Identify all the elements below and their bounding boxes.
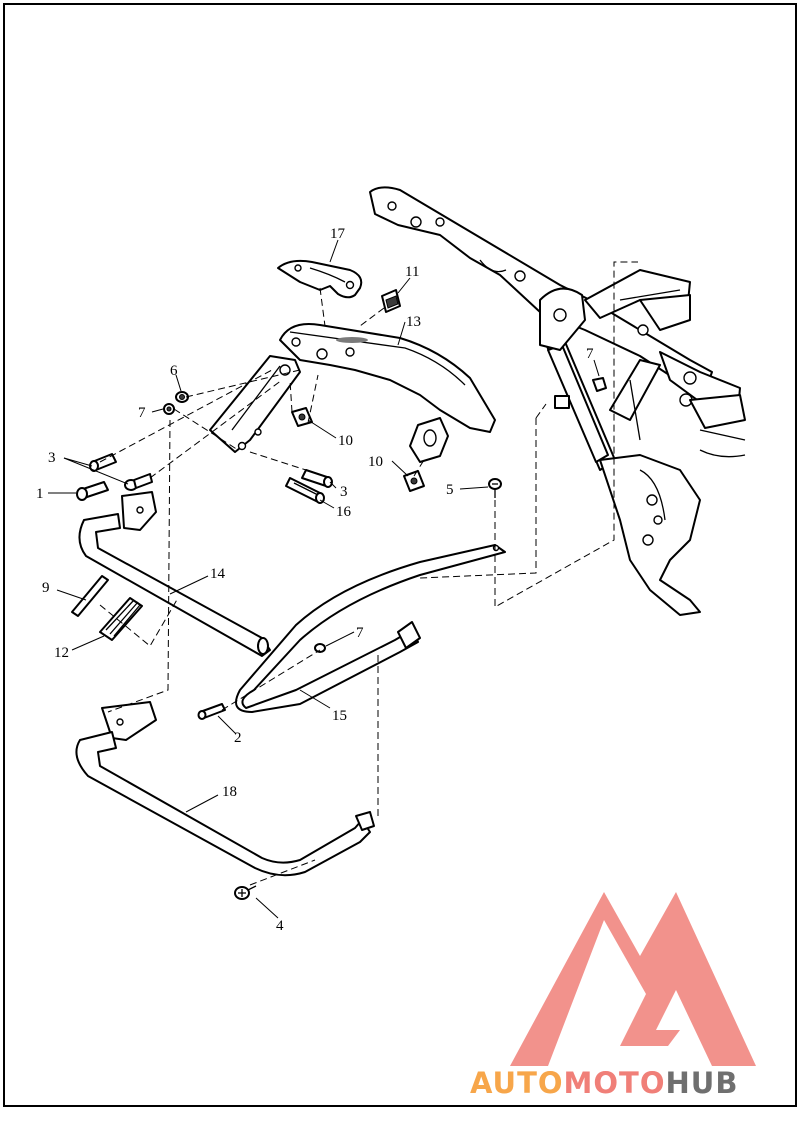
svg-text:AUTOMOTOHUB: AUTOMOTOHUB [470,1066,738,1100]
callout-18: 18 [222,784,237,800]
automotohub-watermark: AUTOMOTOHUB [470,892,756,1100]
leader-lines [48,239,600,919]
callout-2: 2 [234,730,242,746]
callout-10a: 10 [338,433,353,449]
part-7-washer-b [592,377,607,392]
callout-5: 5 [446,482,454,498]
part-15-rail [235,544,506,713]
part-1-bolt [76,481,109,501]
callout-4: 4 [276,918,284,934]
part-5-screw [488,478,502,498]
callout-3a: 3 [48,450,56,466]
callout-17: 17 [330,226,346,242]
part-16-bolt [285,477,325,504]
part-7-washer-a [163,403,175,415]
part-10-nut-b [403,470,425,492]
watermark-text-auto: AUTO [470,1066,564,1100]
callout-13: 13 [406,314,421,330]
callout-3b: 3 [340,484,348,500]
callout-7a: 7 [138,405,146,421]
part-17-bracket [277,259,363,299]
callout-12: 12 [54,645,69,661]
part-18-bar [75,701,375,877]
part-9-pin [71,575,109,617]
callout-15: 15 [332,708,347,724]
callout-11: 11 [405,264,419,280]
watermark-text-hub: HUB [666,1066,739,1100]
callout-7b: 7 [586,346,594,362]
part-12-spring [99,597,143,641]
part-14-rail [78,491,271,657]
part-2-bolt [197,703,226,720]
callout-16: 16 [336,504,352,520]
callout-14: 14 [210,566,226,582]
callout-9: 9 [42,580,50,596]
callout-labels: 17 11 13 6 7 3 1 10 10 3 16 5 7 9 12 14 … [36,226,594,934]
part-3-bolt-b [301,469,333,488]
part-11-clip [381,289,401,313]
motorcycle-frame [369,186,746,616]
part-7-washer-c [314,643,326,653]
part-4-screw [234,885,257,900]
page-border [3,3,797,1107]
callout-10b: 10 [368,454,383,470]
callout-6: 6 [170,363,178,379]
watermark-text-moto: MOTO [564,1066,666,1100]
callout-1: 1 [36,486,44,502]
part-3-washer [124,473,153,491]
part-13-mount [209,323,496,463]
watermark-logo-icon [510,892,756,1066]
callout-7c: 7 [356,625,364,641]
part-3-bolt-a [89,453,117,472]
assembly-lines [99,261,638,886]
